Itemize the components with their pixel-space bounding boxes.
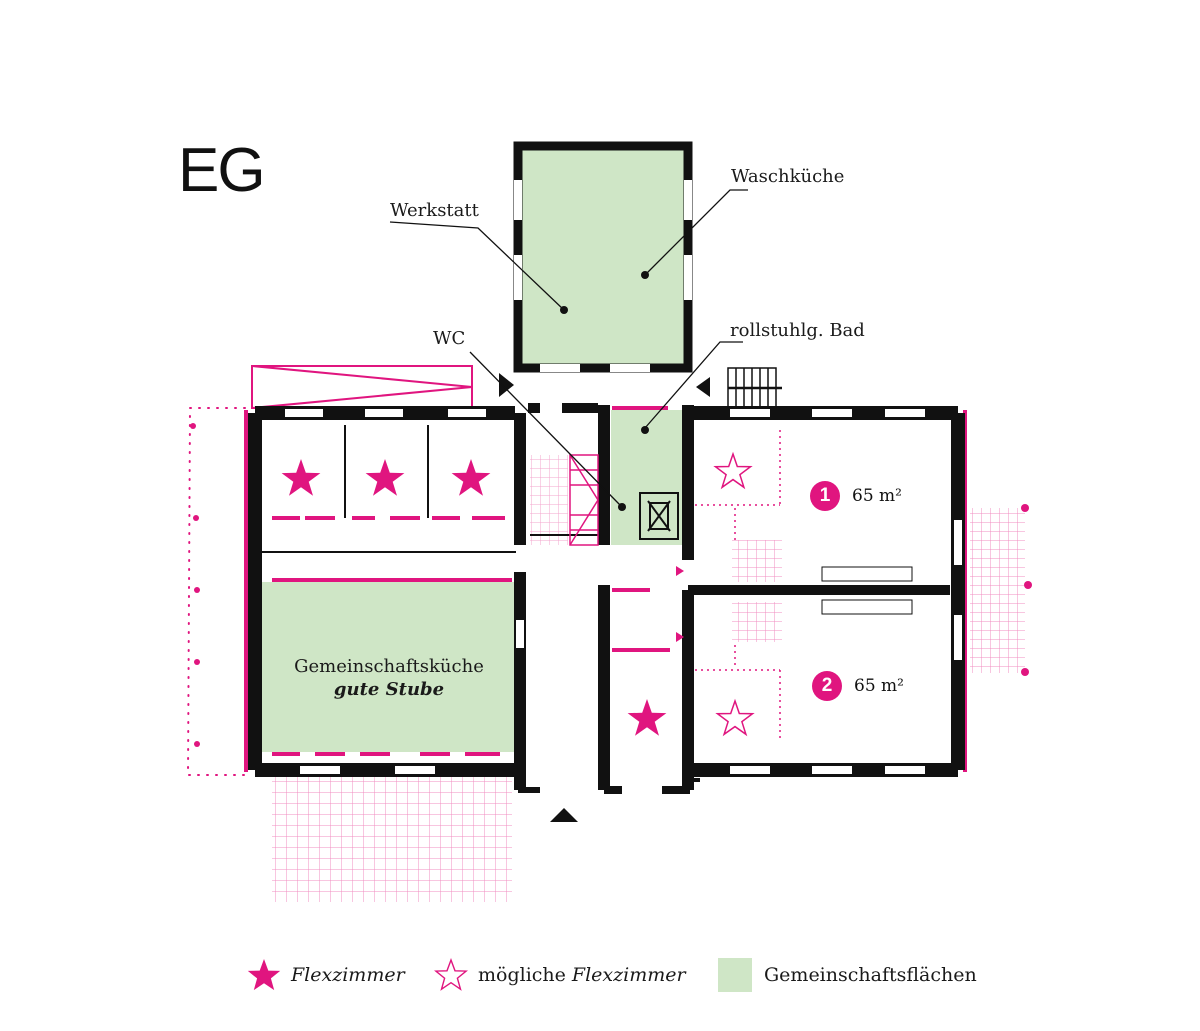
flexzimmer-stars xyxy=(281,459,667,736)
common-area-kitchen xyxy=(262,582,516,752)
label-wc: WC xyxy=(433,328,466,349)
ramp xyxy=(251,365,473,409)
unit-number: 1 xyxy=(810,481,840,511)
common-area-swatch xyxy=(718,958,752,992)
label-werkstatt: Werkstatt xyxy=(390,200,479,221)
star-outline-icon xyxy=(713,451,753,490)
legend-possible-prefix: mögliche xyxy=(478,964,566,986)
possible-flexzimmer-stars xyxy=(713,451,755,737)
kitchen-subname: gute Stube xyxy=(333,679,445,700)
garden-outline xyxy=(186,407,246,776)
star-icon xyxy=(247,959,281,991)
balcony-grid xyxy=(970,508,1025,673)
star-outline-icon xyxy=(715,698,755,737)
legend-flexzimmer: Flexzimmer xyxy=(247,958,405,992)
legend-possible-label: Flexzimmer xyxy=(571,964,686,986)
doors xyxy=(272,406,670,756)
label-bad: rollstuhlg. Bad xyxy=(730,320,865,341)
legend-common-area: Gemeinschaftsflächen xyxy=(718,958,977,992)
floor-title: EG xyxy=(178,136,266,205)
label-kitchen: Gemeinschaftsküche gute Stube xyxy=(262,656,516,700)
partitions xyxy=(262,425,913,615)
star-icon xyxy=(365,459,405,496)
unit-area: 65 m² xyxy=(854,676,904,696)
unit-1: 1 65 m² xyxy=(810,481,902,511)
kitchen-name: Gemeinschaftsküche xyxy=(294,656,484,677)
common-areas xyxy=(262,150,684,752)
callout-dots xyxy=(560,271,649,511)
unit2-bath-grid xyxy=(732,602,782,642)
windows xyxy=(285,180,962,794)
legend-common-label: Gemeinschaftsflächen xyxy=(764,964,977,986)
exterior-stairs xyxy=(727,367,782,409)
star-outline-icon xyxy=(434,958,468,991)
label-waschkueche: Waschküche xyxy=(731,166,845,187)
unit-number: 2 xyxy=(812,671,842,701)
dotted-dividers xyxy=(695,430,781,740)
unit1-bath-grid xyxy=(732,540,782,582)
terrace-grid xyxy=(272,772,512,902)
common-area-werkstatt xyxy=(522,150,684,364)
garden-dots xyxy=(190,423,1032,747)
star-icon xyxy=(281,459,321,496)
unit-area: 65 m² xyxy=(852,486,902,506)
unit-2: 2 65 m² xyxy=(812,671,904,701)
outdoor-areas xyxy=(272,455,1025,902)
callout-lines xyxy=(389,189,748,506)
entrance-arrows xyxy=(499,373,710,822)
stair-grid xyxy=(530,455,568,545)
legend-flexzimmer-label: Flexzimmer xyxy=(291,964,405,986)
star-icon xyxy=(451,459,491,496)
door-markers xyxy=(676,566,684,642)
star-icon xyxy=(627,699,667,736)
stairs xyxy=(569,454,599,546)
